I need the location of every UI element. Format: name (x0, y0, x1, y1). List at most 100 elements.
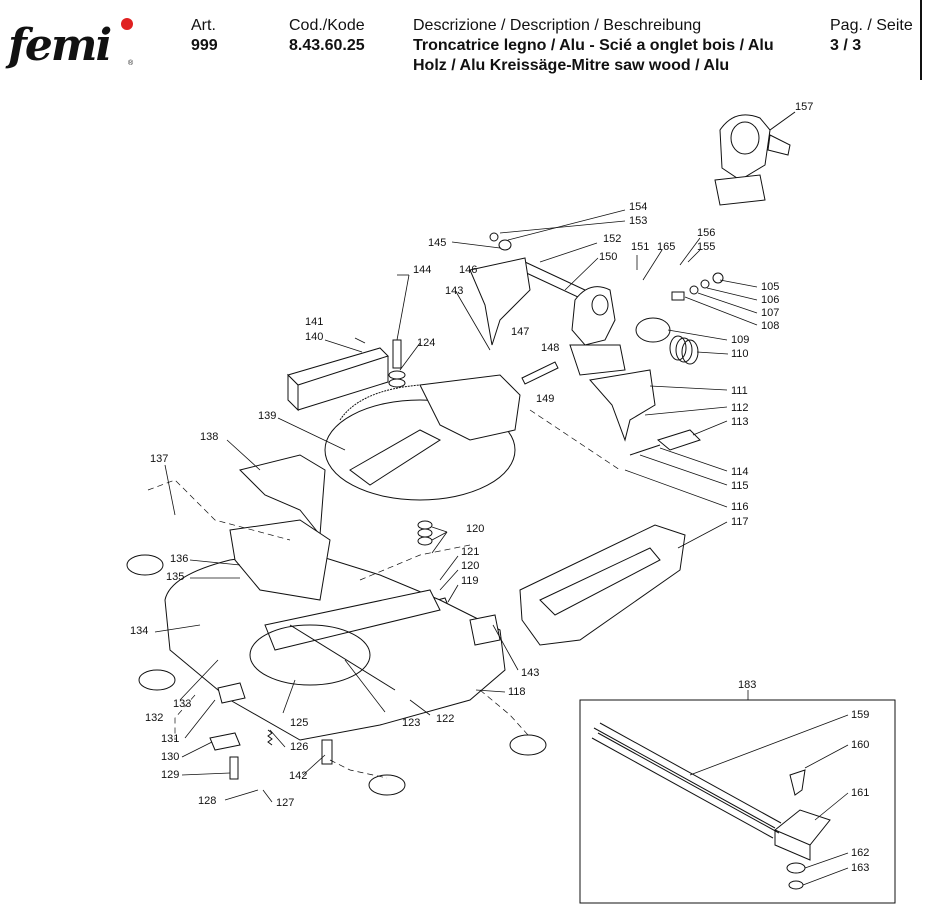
foot-icon (509, 734, 547, 756)
part-143-stop (469, 614, 501, 646)
part-label: 142 (289, 770, 308, 782)
construction-lines (147, 409, 621, 779)
part-label: 110 (731, 348, 749, 360)
part-label: 148 (541, 342, 560, 354)
part-126-spring (267, 729, 273, 746)
part-label: 160 (851, 739, 870, 751)
description-line-1: Troncatrice legno / Alu - Scié a onglet … (413, 37, 774, 54)
part-label: 124 (417, 337, 436, 349)
part-label: 137 (150, 453, 169, 465)
part-124-washer (388, 370, 406, 380)
part-label: 162 (851, 847, 870, 859)
part-label: 143 (445, 285, 464, 297)
part-label: 109 (731, 334, 750, 346)
part-label: 105 (761, 281, 780, 293)
part-label: 128 (198, 795, 217, 807)
part-label: 140 (305, 331, 324, 343)
part-label: 125 (290, 717, 309, 729)
foot-icon (368, 774, 406, 796)
part-label: 121 (461, 546, 480, 558)
part-148-pin (521, 361, 559, 385)
part-label: 149 (536, 393, 555, 405)
part-label: 127 (276, 797, 295, 809)
part-label: 122 (436, 713, 455, 725)
code-column: Cod./Kode 8.43.60.25 (289, 16, 365, 56)
part-150-arm-bracket (569, 286, 626, 376)
part-label: 183 (738, 679, 757, 691)
part-label: 131 (161, 733, 180, 745)
part-117-extension (519, 524, 686, 646)
leader-lines (154, 209, 849, 886)
code-label: Cod./Kode (289, 17, 365, 34)
part-142-pin (321, 739, 333, 765)
part-label: 156 (697, 227, 716, 239)
part-label: 118 (508, 686, 526, 698)
part-label: 133 (173, 698, 192, 710)
part-label: 115 (731, 480, 749, 492)
part-105-nut (712, 272, 724, 284)
femi-logo: femi (8, 20, 112, 71)
part-label: 138 (200, 431, 219, 443)
part-label: 141 (305, 316, 324, 328)
part-163-nut (788, 880, 804, 890)
part-108-bushing (671, 291, 685, 301)
page-column: Pag. / Seite 3 / 3 (830, 16, 913, 56)
part-label: 129 (161, 769, 180, 781)
part-label: 106 (761, 294, 780, 306)
part-139-turntable (324, 374, 521, 501)
part-159-rods (591, 722, 782, 839)
part-label: 145 (428, 237, 447, 249)
part-label: 135 (166, 571, 185, 583)
part-161-clamp (774, 809, 831, 861)
foot-icon (126, 554, 164, 576)
part-129-pin (229, 756, 239, 780)
part-label: 159 (851, 709, 870, 721)
part-label: 150 (599, 251, 618, 263)
part-label: 155 (697, 241, 716, 253)
part-label: 119 (461, 575, 479, 587)
part-144-bolt (392, 339, 402, 369)
part-label: 143 (521, 667, 540, 679)
part-label: 117 (731, 516, 749, 528)
part-label: 147 (511, 326, 530, 338)
part-130-lock (209, 732, 241, 751)
part-label: 130 (161, 751, 180, 763)
part-109-ring (635, 317, 671, 343)
description-label: Descrizione / Description / Beschreibung (413, 17, 702, 34)
header-divider (920, 0, 922, 80)
part-label: 144 (413, 264, 432, 276)
part-106-washer (700, 279, 710, 289)
part-label: 139 (258, 410, 277, 422)
part-label: 153 (629, 215, 648, 227)
part-134-base (164, 519, 506, 741)
part-131-lock (217, 682, 246, 704)
part-label: 132 (145, 712, 164, 724)
part-label: 134 (130, 625, 149, 637)
part-140-fence (287, 347, 389, 412)
part-183-accessory-box (579, 699, 896, 904)
part-label: 111 (731, 385, 748, 397)
description-column: Descrizione / Description / Beschreibung… (413, 16, 774, 76)
part-113-lever (656, 429, 701, 451)
part-107-washer (689, 285, 699, 295)
part-111-guard-plate (589, 369, 656, 442)
art-value: 999 (191, 37, 218, 54)
page-label: Pag. / Seite (830, 17, 913, 34)
part-label: 152 (603, 233, 622, 245)
part-110-spring (669, 335, 699, 365)
part-114-rod (629, 444, 661, 456)
part-label: 108 (761, 320, 780, 332)
part-label: 157 (795, 101, 814, 113)
part-157-motor-mount (714, 111, 796, 206)
logo-dot-icon (121, 18, 133, 30)
part-132-foot (138, 669, 176, 691)
code-value: 8.43.60.25 (289, 37, 365, 54)
part-label: 114 (731, 466, 749, 478)
part-label: 107 (761, 307, 780, 319)
part-label: 163 (851, 862, 870, 874)
part-label: 154 (629, 201, 648, 213)
part-162-washer (786, 862, 806, 874)
part-label: 161 (851, 787, 870, 799)
art-label: Art. (191, 17, 216, 34)
